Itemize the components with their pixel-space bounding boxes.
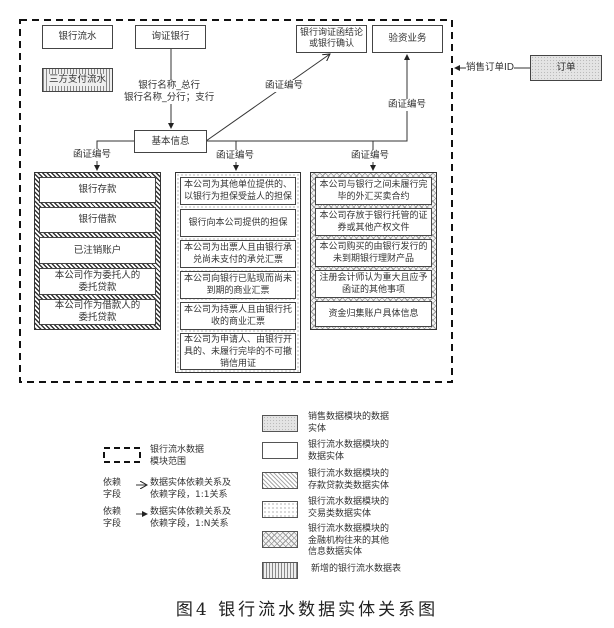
legend-rel-1-1: 数据实体依赖关系及 依赖字段，1:1关系 — [150, 478, 232, 500]
entity-label: 本公司向银行已贴现而尚未 到期的商业汇票 — [183, 274, 292, 296]
legend-swatch-transaction — [262, 501, 298, 518]
entity-label: 已注销账户 — [73, 244, 122, 256]
entity-label: 本公司与银行之间未履行完 毕的外汇买卖合约 — [319, 180, 428, 202]
entity-label: 本公司为持票人且由银行托 收的商业汇票 — [183, 305, 292, 327]
edge-basic-to-result — [205, 54, 330, 142]
edge-label-confirm-no: 函证编号 — [73, 149, 112, 161]
legend-swatch-bank — [262, 442, 298, 459]
entity-label: 基本信息 — [151, 135, 190, 147]
legend-new-table: 新增的银行流水数据表 — [311, 564, 402, 574]
entity-label: 银行存款 — [78, 184, 117, 195]
entity-label: 三方支付流水 — [48, 74, 106, 86]
group-transactions: 本公司为其他单位提供的、 以银行为担保受益人的担保 银行向本公司提供的担保 本公… — [175, 172, 301, 373]
entity-label: 银行流水 — [58, 31, 97, 42]
entity-label: 本公司存放于银行托管的证 券或其他产权文件 — [319, 211, 428, 233]
group-deposit-loan: 银行存款 银行借款 已注销账户 本公司作为委托人的 委托贷款 本公司作为借款人的… — [34, 172, 161, 330]
entity-guarantee-for-others[interactable]: 本公司为其他单位提供的、 以银行为担保受益人的担保 — [180, 177, 296, 205]
entity-letter-of-credit[interactable]: 本公司为申请人、由银行开 具的、未履行完毕的不可撤 销信用证 — [180, 333, 296, 370]
module-scope-boundary — [19, 19, 453, 383]
entity-bank-guarantee[interactable]: 银行向本公司提供的担保 — [180, 209, 296, 237]
legend-scope-swatch — [103, 447, 141, 463]
entity-cash-pool-account[interactable]: 资金归集账户具体信息 — [315, 301, 432, 327]
legend-other-fi-entity: 银行流水数据模块的 金融机构往来的其他 信息数据实体 — [308, 524, 390, 557]
edge-label-confirm-no: 函证编号 — [216, 150, 255, 162]
entity-label: 本公司作为借款人的 委托贷款 — [54, 300, 141, 323]
entity-entrusted-loan-borrower[interactable]: 本公司作为借款人的 委托贷款 — [39, 299, 156, 325]
legend-dep-field-2: 依赖 字段 — [103, 507, 122, 529]
entity-label: 银行询证函结论 或银行确认 — [299, 28, 363, 49]
legend-transaction-entity: 银行流水数据模块的 交易类数据实体 — [308, 497, 390, 519]
legend-scope-text: 银行流水数据 模块范围 — [150, 445, 205, 467]
group-other-fi-info: 本公司与银行之间未履行完 毕的外汇买卖合约 本公司存放于银行托管的证 券或其他产… — [310, 172, 437, 330]
entity-capital-verification[interactable]: 验资业务 — [372, 25, 443, 53]
entity-label: 本公司为出票人且由银行承 兑尚未支付的承兑汇票 — [183, 243, 292, 265]
entity-label: 注册会计师认为重大且应予 函证的其他事项 — [319, 273, 428, 295]
entity-third-party-payment[interactable]: 三方支付流水 — [42, 68, 113, 92]
edge-label-confirm-no: 函证编号 — [351, 150, 390, 162]
entity-collection-bill[interactable]: 本公司为持票人且由银行托 收的商业汇票 — [180, 302, 296, 330]
entity-label: 本公司购买的由银行发行的 未到期银行理财产品 — [319, 242, 428, 264]
entity-label: 验资业务 — [388, 33, 427, 44]
entity-label: 银行借款 — [78, 214, 117, 225]
legend-swatch-other-fi — [262, 531, 298, 548]
entity-acceptance-bill[interactable]: 本公司为出票人且由银行承 兑尚未支付的承兑汇票 — [180, 240, 296, 268]
entity-label: 本公司为其他单位提供的、 以银行为担保受益人的担保 — [183, 180, 292, 202]
entity-label: 本公司为申请人、由银行开 具的、未履行完毕的不可撤 销信用证 — [183, 334, 292, 369]
entity-basic-info[interactable]: 基本信息 — [134, 130, 207, 153]
legend-dep-field-1: 依赖 字段 — [103, 478, 122, 500]
entity-label: 资金归集账户具体信息 — [328, 309, 419, 319]
edge-label-confirm-no: 函证编号 — [388, 99, 427, 111]
edge-basic-to-verification — [206, 54, 410, 142]
entity-bank-deposit[interactable]: 银行存款 — [39, 177, 156, 203]
entity-confirmation-bank[interactable]: 询证银行 — [135, 25, 206, 49]
entity-label: 订单 — [556, 62, 576, 73]
legend-swatch-deposit-loan — [262, 472, 298, 489]
edge-label-sales-order-id: 销售订单ID — [466, 62, 515, 74]
legend-rel-1-n: 数据实体依赖关系及 依赖字段，1:N关系 — [150, 507, 232, 529]
entity-bank-statement[interactable]: 银行流水 — [42, 25, 113, 49]
entity-discounted-bill[interactable]: 本公司向银行已贴现而尚未 到期的商业汇票 — [180, 271, 296, 299]
entity-label: 本公司作为委托人的 委托贷款 — [54, 269, 141, 293]
edge-label-bank-name: 银行名称_总行 银行名称_分行；支行 — [124, 80, 215, 104]
legend-deposit-loan-entity: 银行流水数据模块的 存款贷款类数据实体 — [308, 469, 390, 491]
legend-bank-entity: 银行流水数据模块的 数据实体 — [308, 440, 390, 462]
entity-label: 银行向本公司提供的担保 — [188, 218, 288, 228]
entity-order[interactable]: 订单 — [530, 55, 602, 81]
legend-swatch-sales — [262, 415, 298, 432]
entity-entrusted-loan-lender[interactable]: 本公司作为委托人的 委托贷款 — [39, 268, 156, 295]
entity-wealth-products[interactable]: 本公司购买的由银行发行的 未到期银行理财产品 — [315, 239, 432, 267]
entity-other-matters[interactable]: 注册会计师认为重大且应予 函证的其他事项 — [315, 270, 432, 298]
entity-bank-loan[interactable]: 银行借款 — [39, 207, 156, 233]
entity-confirmation-result[interactable]: 银行询证函结论 或银行确认 — [296, 25, 367, 53]
legend-sales-entity: 销售数据模块的数据 实体 — [308, 412, 390, 434]
edge-label-confirm-no: 函证编号 — [265, 80, 304, 92]
figure-caption: 图4 银行流水数据实体关系图 — [175, 600, 439, 620]
entity-closed-account[interactable]: 已注销账户 — [39, 237, 156, 264]
entity-label: 询证银行 — [151, 31, 190, 42]
legend-swatch-new-table — [262, 562, 298, 579]
entity-fx-contract[interactable]: 本公司与银行之间未履行完 毕的外汇买卖合约 — [315, 177, 432, 205]
entity-custody-securities[interactable]: 本公司存放于银行托管的证 券或其他产权文件 — [315, 208, 432, 236]
